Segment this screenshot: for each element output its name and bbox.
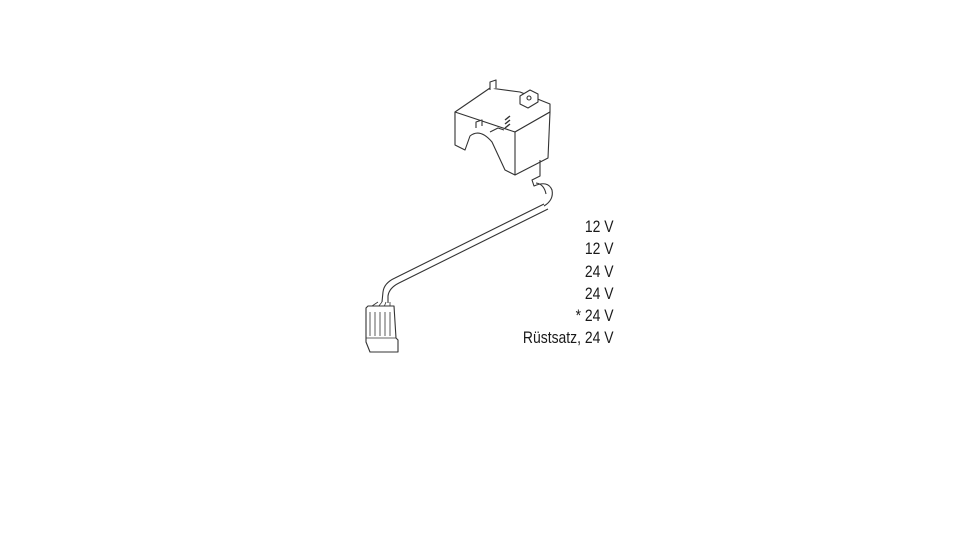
variant-label: 12 V (585, 239, 614, 259)
housing-front (454, 111, 551, 176)
connector (365, 305, 399, 353)
variant-label: 24 V (585, 283, 614, 303)
variant-list: 12 V 12 V 24 V 24 V * 24 V Rüstsatz, 24 … (523, 216, 614, 350)
cable-loop (531, 160, 553, 207)
variant-label: 24 V (585, 261, 614, 281)
variant-label: Rüstsatz, 24 V (523, 328, 614, 348)
variant-label: 12 V (585, 217, 614, 236)
cable (381, 203, 545, 303)
variant-label: * 24 V (576, 306, 614, 326)
